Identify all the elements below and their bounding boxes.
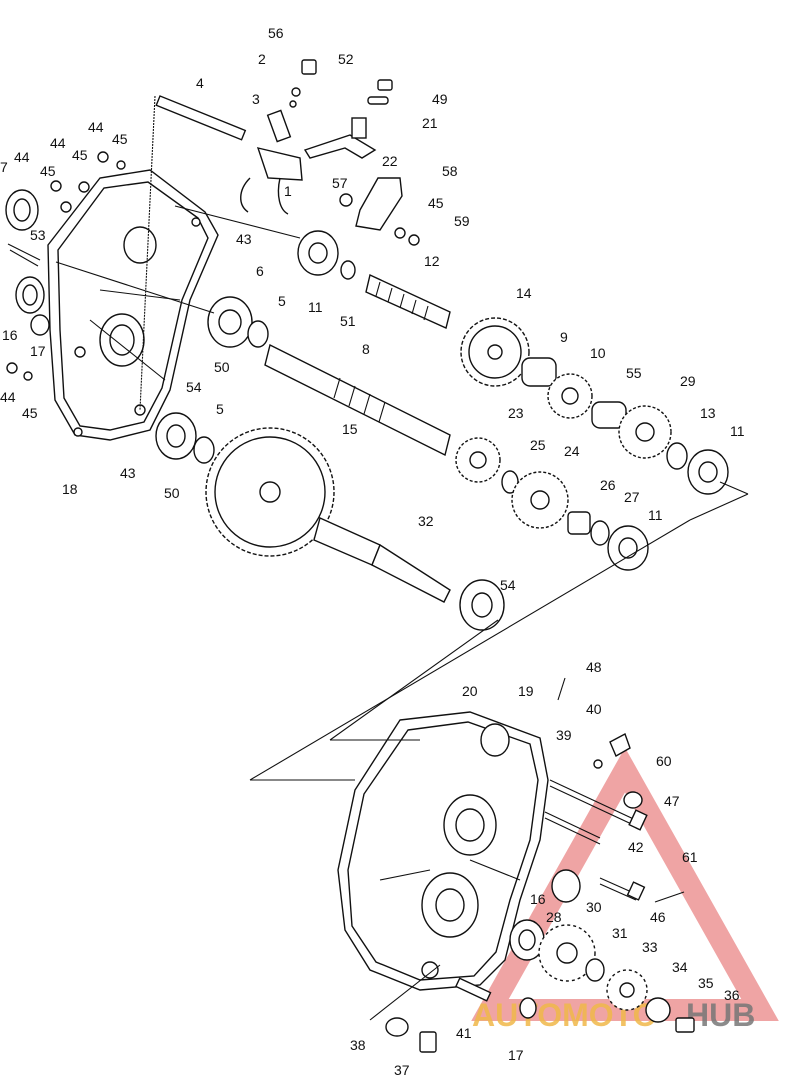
part-label-7: 7 (0, 159, 8, 175)
part-label-26: 26 (600, 477, 616, 493)
part-label-27: 27 (624, 489, 640, 505)
part-label-17: 17 (508, 1047, 524, 1063)
part-label-19: 19 (518, 683, 534, 699)
part-label-16: 16 (530, 891, 546, 907)
part-label-10: 10 (590, 345, 606, 361)
part-label-34: 34 (672, 959, 688, 975)
part-label-11: 11 (648, 507, 663, 523)
part-label-29: 29 (680, 373, 696, 389)
part-label-11: 11 (730, 423, 745, 439)
part-label-47: 47 (664, 793, 680, 809)
part-label-33: 33 (642, 939, 658, 955)
small-parts-upper (289, 59, 420, 246)
part-label-2: 2 (258, 51, 266, 67)
part-label-24: 24 (564, 443, 580, 459)
shift-shaft-assembly (155, 95, 303, 215)
part-label-45: 45 (72, 147, 88, 163)
part-label-3: 3 (252, 91, 260, 107)
part-label-37: 37 (394, 1062, 410, 1076)
sprocket-set (538, 924, 695, 1033)
part-label-45: 45 (40, 163, 56, 179)
part-label-59: 59 (454, 213, 470, 229)
part-label-1: 1 (284, 183, 292, 199)
left-crankcase-cover (47, 169, 219, 441)
part-label-35: 35 (698, 975, 714, 991)
part-label-46: 46 (650, 909, 666, 925)
part-label-45: 45 (112, 131, 128, 147)
part-label-4: 4 (196, 75, 204, 91)
part-label-30: 30 (586, 899, 602, 915)
part-label-55: 55 (626, 365, 642, 381)
part-label-13: 13 (700, 405, 716, 421)
part-label-32: 32 (418, 513, 434, 529)
watermark-brand-secondary: HUB (686, 997, 755, 1033)
main-shaft-8 (207, 296, 649, 571)
part-label-54: 54 (500, 577, 516, 593)
part-label-45: 45 (428, 195, 444, 211)
part-label-12: 12 (424, 253, 440, 269)
part-label-38: 38 (350, 1037, 366, 1053)
part-label-15: 15 (342, 421, 358, 437)
part-label-57: 57 (332, 175, 348, 191)
part-label-18: 18 (62, 481, 78, 497)
part-label-39: 39 (556, 727, 572, 743)
part-label-53: 53 (30, 227, 46, 243)
part-label-16: 16 (2, 327, 18, 343)
part-label-17: 17 (30, 343, 46, 359)
part-label-28: 28 (546, 909, 562, 925)
part-label-41: 41 (456, 1025, 472, 1041)
part-label-45: 45 (22, 405, 38, 421)
part-label-58: 58 (442, 163, 458, 179)
part-label-25: 25 (530, 437, 546, 453)
part-label-48: 48 (586, 659, 602, 675)
part-label-54: 54 (186, 379, 202, 395)
upper-shaft-12 (297, 230, 451, 329)
part-label-9: 9 (560, 329, 568, 345)
part-label-20: 20 (462, 683, 478, 699)
gear-14 (460, 317, 530, 387)
part-label-8: 8 (362, 341, 370, 357)
part-label-22: 22 (382, 153, 398, 169)
part-label-50: 50 (164, 485, 180, 501)
part-label-5: 5 (216, 401, 224, 417)
part-label-5: 5 (278, 293, 286, 309)
drain-parts (385, 977, 537, 1053)
part-label-43: 43 (236, 231, 252, 247)
part-label-44: 44 (14, 149, 30, 165)
part-label-43: 43 (120, 465, 136, 481)
gear-set-right (521, 357, 729, 495)
part-label-11: 11 (308, 299, 323, 315)
bearings-lower-left (155, 412, 215, 464)
right-crankcase (337, 711, 549, 991)
output-shaft-32 (313, 517, 505, 631)
part-label-6: 6 (256, 263, 264, 279)
part-label-31: 31 (612, 925, 628, 941)
large-gear-15 (205, 427, 335, 557)
part-label-36: 36 (724, 987, 740, 1003)
part-label-44: 44 (50, 135, 66, 151)
guide-lines (55, 95, 749, 1021)
part-label-42: 42 (628, 839, 644, 855)
left-seals (5, 151, 126, 381)
part-label-49: 49 (432, 91, 448, 107)
part-label-56: 56 (268, 25, 284, 41)
part-label-44: 44 (0, 389, 16, 405)
part-label-40: 40 (586, 701, 602, 717)
part-label-50: 50 (214, 359, 230, 375)
part-label-51: 51 (340, 313, 356, 329)
part-label-14: 14 (516, 285, 532, 301)
part-label-61: 61 (682, 849, 698, 865)
part-label-21: 21 (422, 115, 438, 131)
part-label-44: 44 (88, 119, 104, 135)
part-label-60: 60 (656, 753, 672, 769)
part-label-23: 23 (508, 405, 524, 421)
part-label-52: 52 (338, 51, 354, 67)
